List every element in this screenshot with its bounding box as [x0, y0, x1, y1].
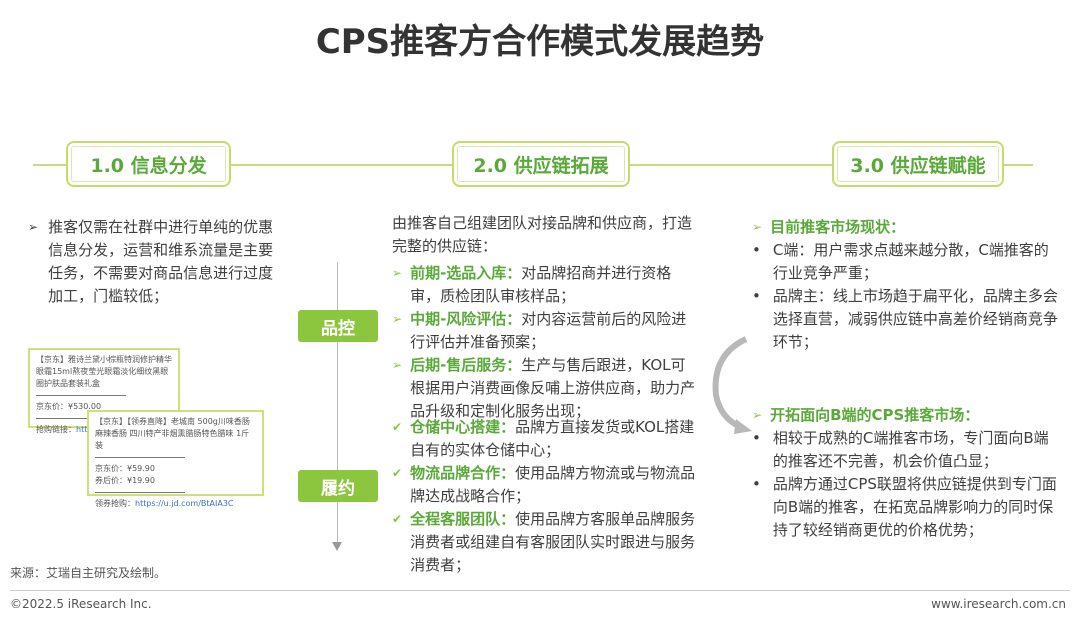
list-item: ✔ 物流品牌合作：使用品牌方物流或与物流品牌达成战略合作；: [392, 462, 697, 508]
item-body: 使用品牌方客服单品牌服务消费者或组建自有客服团队实时跟进与服务消费者；: [410, 510, 696, 574]
product-card-2: 【京东】【领券直降】老城南 500g川味香肠麻辣香肠 四川特产非烟熏腊肠特色腊味…: [87, 410, 264, 508]
arrow-icon: ➢: [392, 312, 403, 326]
card-link[interactable]: htt: [76, 425, 88, 434]
list-item: ➢ 后期-售后服务：生产与售后跟进，KOL可根据用户消费画像反哺上游供应商，助力产…: [392, 354, 697, 423]
market-status: ➢ 目前推客市场现状： •C端：用户需求点越来越分散，C端推客的行业竞争严重； •…: [752, 216, 1062, 354]
item-body: 对内容运营前后的风险进行评估并准备预案；: [410, 310, 687, 351]
list-item: •C端：用户需求点越来越分散，C端推客的行业竞争严重；: [752, 239, 1062, 285]
page-title: CPS推客方合作模式发展趋势: [315, 22, 765, 62]
stage1-description: ➢推客仅需在社群中进行单纯的优惠信息分发，运营和维系流量是主要任务，不需要对商品…: [28, 216, 278, 308]
item-body: 生产与售后跟进，KOL可根据用户消费画像反哺上游供应商，助力产品升级和定制化服务…: [410, 356, 696, 420]
card-title: 【京东】雅诗兰黛小棕瓶特润修护精华眼霜15ml熬夜莹光眼霜淡化细纹黑眼圈护肤品套…: [36, 355, 172, 388]
arrow-icon: ➢: [392, 266, 403, 280]
tag-fulfillment: 履约: [298, 470, 378, 502]
card-link[interactable]: https://u.jd.com/BtAIA3C: [135, 499, 234, 508]
bullet-text: 相较于成熟的C端推客市场，专门面向B端的推客还不完善，机会价值凸显；: [772, 429, 1049, 470]
section-head: 开拓面向B端的CPS推客市场：: [770, 406, 980, 424]
check-icon: ✔: [392, 512, 403, 526]
b-market: ➢ 开拓面向B端的CPS推客市场： •相较于成熟的C端推客市场，专门面向B端的推客…: [752, 404, 1062, 542]
website-link[interactable]: www.iresearch.com.cn: [931, 597, 1066, 611]
arrow-icon: ➢: [392, 358, 403, 372]
link-label: 领券抢购：: [95, 499, 135, 508]
card-price: 京东价：¥59.90: [95, 464, 155, 473]
check-icon: ✔: [392, 466, 403, 480]
footer-divider: [10, 590, 1070, 591]
process-arrow-line: [337, 262, 338, 546]
item-head: 后期-售后服务：: [410, 356, 522, 374]
stage-2: 2.0 供应链拓展: [452, 141, 630, 187]
arrow-down-icon: [332, 542, 342, 551]
copyright: ©2022.5 iResearch Inc.: [10, 597, 152, 611]
item-head: 中期-风险评估：: [410, 310, 522, 328]
card-price: 京东价：¥530.00: [36, 402, 102, 411]
check-icon: ✔: [392, 420, 403, 434]
list-item: •相较于成熟的C端推客市场，专门面向B端的推客还不完善，机会价值凸显；: [752, 427, 1062, 473]
list-item: ✔ 仓储中心搭建：品牌方直接发货或KOL搭建自有的实体仓储中心；: [392, 416, 697, 462]
stage1-text: 推客仅需在社群中进行单纯的优惠信息分发，运营和维系流量是主要任务，不需要对商品信…: [48, 218, 274, 305]
item-body: 对品牌招商并进行资格审，质检团队审核样品；: [410, 264, 672, 305]
item-head: 物流品牌合作：: [410, 464, 516, 482]
quality-control-list: ➢ 前期-选品入库：对品牌招商并进行资格审，质检团队审核样品； ➢ 中期-风险评估：…: [392, 262, 697, 423]
bullet-text: 品牌方通过CPS联盟将供应链提供到专门面向B端的推客，在拓宽品牌影响力的同时保持…: [772, 475, 1057, 539]
link-label: 抢购链接：: [36, 425, 76, 434]
bullet-text: 品牌主：线上市场趋于扁平化，品牌主多会选择直营，减弱供应链中高差价经销商竞争环节…: [772, 287, 1058, 351]
list-item: ✔ 全程客服团队：使用品牌方客服单品牌服务消费者或组建自有客服团队实时跟进与服务消…: [392, 508, 697, 577]
tag-quality-control: 品控: [298, 310, 378, 342]
list-item: •品牌主：线上市场趋于扁平化，品牌主多会选择直营，减弱供应链中高差价经销商竞争环…: [752, 285, 1062, 354]
arrow-icon: ➢: [752, 220, 763, 234]
bullet-text: C端：用户需求点越来越分散，C端推客的行业竞争严重；: [772, 241, 1049, 282]
item-head: 仓储中心搭建：: [410, 418, 516, 436]
item-head: 前期-选品入库：: [410, 264, 522, 282]
source-note: 来源：艾瑞自主研究及绘制。: [10, 566, 167, 580]
item-head: 全程客服团队：: [410, 510, 516, 528]
stage2-intro: 由推客自己组建团队对接品牌和供应商，打造完整的供应链：: [392, 214, 693, 255]
stage-3: 3.0 供应链赋能: [832, 141, 1004, 187]
card-coupon-price: 券后价：¥19.90: [95, 476, 155, 485]
curved-arrow-icon: [712, 336, 752, 434]
stage-1: 1.0 信息分发: [66, 141, 231, 187]
section-head: 目前推客市场现状：: [770, 218, 906, 236]
list-item: •品牌方通过CPS联盟将供应链提供到专门面向B端的推客，在拓宽品牌影响力的同时保…: [752, 473, 1062, 542]
item-body: 品牌方直接发货或KOL搭建自有的实体仓储中心；: [410, 418, 695, 459]
item-body: 使用品牌方物流或与物流品牌达成战略合作；: [410, 464, 696, 505]
fulfillment-list: ✔ 仓储中心搭建：品牌方直接发货或KOL搭建自有的实体仓储中心； ✔ 物流品牌合作：…: [392, 416, 697, 577]
list-item: ➢ 前期-选品入库：对品牌招商并进行资格审，质检团队审核样品；: [392, 262, 697, 308]
list-item: ➢ 中期-风险评估：对内容运营前后的风险进行评估并准备预案；: [392, 308, 697, 354]
arrow-icon: ➢: [752, 408, 763, 422]
card-title: 【京东】【领券直降】老城南 500g川味香肠麻辣香肠 四川特产非烟熏腊肠特色腊味…: [95, 417, 250, 450]
